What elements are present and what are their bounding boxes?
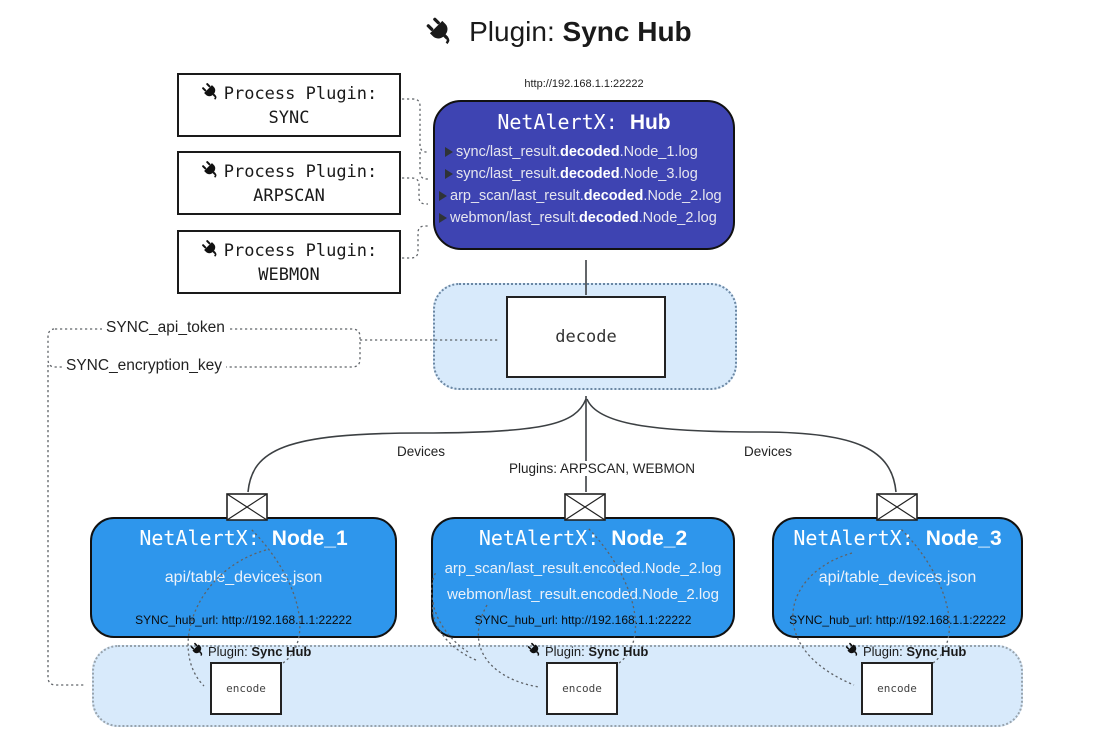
node-hub-url: SYNC_hub_url: http://192.168.1.1:22222 (474, 613, 692, 627)
node-title: NetAlertX: Node_3 (793, 526, 1002, 550)
encode-band-plugin-label: Plugin: Sync Hub (845, 642, 966, 660)
page-title: Plugin: Sync Hub (0, 16, 1117, 53)
encode-band-plugin-label: Plugin: Sync Hub (527, 642, 648, 660)
decode-label: decode (555, 327, 617, 347)
hub-file-line: arp_scan/last_result.decoded.Node_2.log (435, 185, 722, 207)
process-plugin-sync: Process Plugin: SYNC (177, 73, 401, 137)
edge-label-plugins: Plugins: ARPSCAN, WEBMON (505, 461, 700, 476)
hub-title-prefix: NetAlertX: (497, 110, 618, 134)
encode-box: encode (861, 662, 933, 715)
arrow-icon (439, 213, 447, 223)
encode-band-plugin-label: Plugin: Sync Hub (190, 642, 311, 660)
hub-file-line: sync/last_result.decoded.Node_1.log (435, 141, 698, 163)
node-file: api/table_devices.json (818, 569, 977, 586)
process-plugin-name: SYNC (268, 108, 310, 128)
arrow-icon (445, 147, 453, 157)
hub-url: http://192.168.1.1:22222 (524, 78, 644, 90)
node-hub-url: SYNC_hub_url: http://192.168.1.1:22222 (135, 613, 352, 627)
plug-icon (425, 17, 463, 52)
node-2-box: NetAlertX: Node_2 arp_scan/last_result.e… (431, 517, 735, 638)
node-hub-url: SYNC_hub_url: http://192.168.1.1:22222 (789, 613, 1006, 627)
plug-icon (527, 642, 542, 660)
node-title: NetAlertX: Node_2 (478, 526, 688, 550)
hub-box: NetAlertX: Hub sync/last_result.decoded.… (433, 100, 735, 250)
process-plugin-name: ARPSCAN (253, 186, 325, 206)
hub-title: NetAlertX: Hub (497, 110, 670, 135)
edge-label-devices-left: Devices (393, 444, 450, 459)
plug-icon (201, 239, 220, 263)
plug-icon (190, 642, 205, 660)
envelope-icon (226, 493, 268, 521)
plug-icon (201, 160, 220, 184)
title-name: Sync Hub (562, 16, 692, 47)
plug-icon (845, 642, 860, 660)
node-title: NetAlertX: Node_1 (139, 526, 348, 550)
hub-file-line: sync/last_result.decoded.Node_3.log (435, 163, 698, 185)
node-1-box: NetAlertX: Node_1 api/table_devices.json… (90, 517, 397, 638)
process-plugin-label: Process Plugin: (223, 162, 378, 182)
edge-label-devices-right: Devices (740, 444, 797, 459)
encode-box: encode (210, 662, 282, 715)
process-plugin-label: Process Plugin: (223, 241, 378, 261)
encode-label: encode (226, 682, 266, 695)
arrow-icon (439, 191, 447, 201)
hub-title-name: Hub (629, 111, 671, 134)
process-plugin-arpscan: Process Plugin: ARPSCAN (177, 151, 401, 215)
encode-box: encode (546, 662, 618, 715)
node-file: webmon/last_result.encoded.Node_2.log (447, 586, 719, 603)
envelope-icon (876, 493, 918, 521)
node-3-box: NetAlertX: Node_3 api/table_devices.json… (772, 517, 1023, 638)
arrow-icon (445, 169, 453, 179)
sync-api-token-label: SYNC_api_token (102, 319, 229, 337)
envelope-icon (564, 493, 606, 521)
encode-label: encode (562, 682, 602, 695)
decode-box: decode (506, 296, 666, 378)
encode-label: encode (877, 682, 917, 695)
node-file: arp_scan/last_result.encoded.Node_2.log (444, 560, 722, 577)
process-plugin-webmon: Process Plugin: WEBMON (177, 230, 401, 294)
node-file: api/table_devices.json (164, 569, 323, 586)
process-plugin-label: Process Plugin: (223, 84, 378, 104)
plug-icon (201, 82, 220, 106)
sync-encryption-key-label: SYNC_encryption_key (62, 357, 226, 375)
title-prefix: Plugin: (469, 16, 555, 47)
process-plugin-name: WEBMON (258, 265, 320, 285)
hub-file-line: webmon/last_result.decoded.Node_2.log (435, 207, 717, 229)
